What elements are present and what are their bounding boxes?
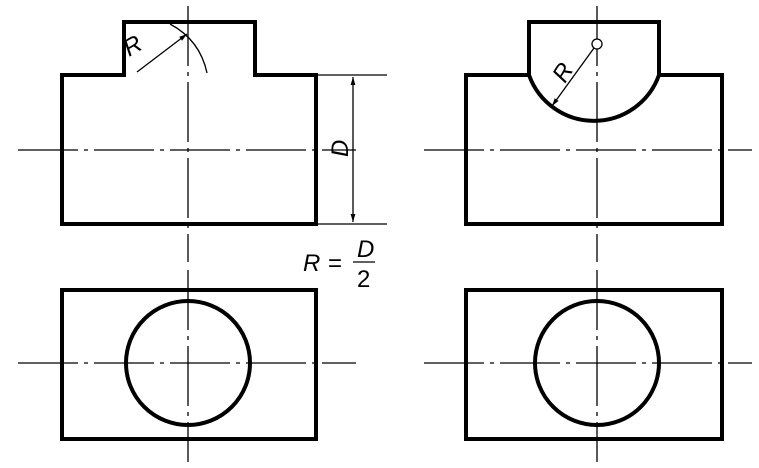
right-top-view	[424, 270, 752, 462]
right-arc-center-point	[591, 38, 603, 50]
right-top-outline	[464, 288, 724, 441]
left-top-outline	[60, 288, 318, 441]
radius-formula: R = D 2	[303, 236, 375, 293]
right-front-view: R	[424, 6, 752, 262]
formula-lhs: R	[303, 250, 320, 277]
right-radius-leader	[551, 47, 595, 107]
left-front-view: R D	[18, 6, 387, 262]
formula-numerator: D	[357, 236, 374, 263]
left-top-view	[18, 270, 356, 462]
diameter-label: D	[327, 140, 354, 157]
right-front-outline	[464, 20, 724, 226]
formula-equals: =	[328, 250, 342, 277]
right-radius-label: R	[547, 58, 579, 87]
formula-denominator: 2	[357, 266, 370, 293]
left-front-outline	[60, 20, 318, 226]
right-semicircle-cutout	[527, 74, 661, 123]
left-radius-arc	[169, 23, 208, 74]
left-radius-leader	[136, 33, 188, 73]
